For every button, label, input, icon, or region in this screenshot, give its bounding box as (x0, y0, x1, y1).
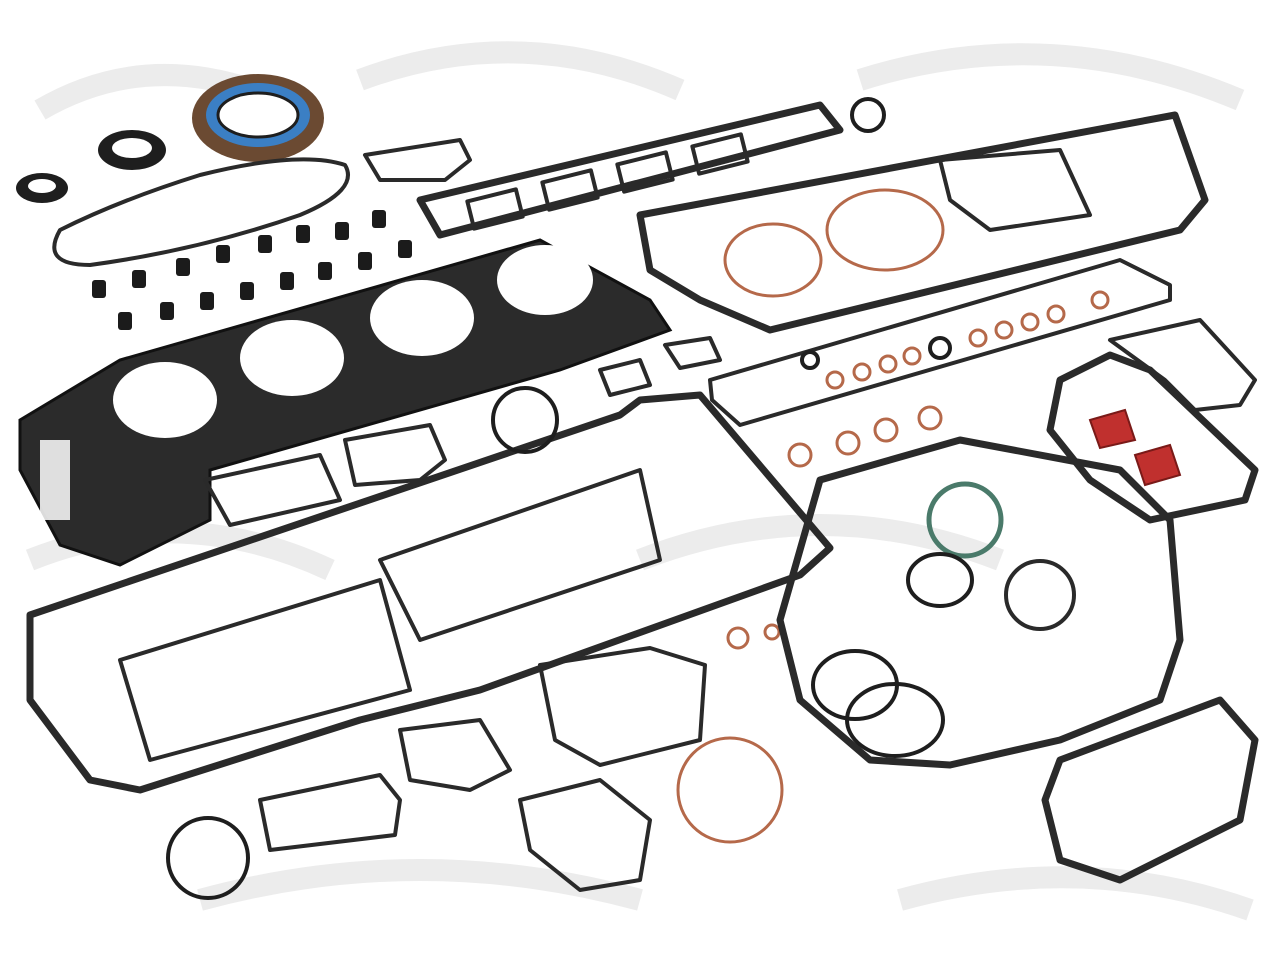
o-ring-small-top (850, 97, 886, 133)
o-ring-copper-large (676, 736, 784, 844)
oil-pan-gasket (636, 111, 1209, 334)
pump-cover-gasket (938, 148, 1092, 232)
small-flange-gasket-1 (598, 358, 652, 397)
intake-manifold-gasket (416, 101, 844, 239)
o-ring-copper-2 (825, 188, 945, 272)
oil-cooler-gasket (1046, 351, 1259, 524)
shaft-seal-medium (98, 130, 166, 170)
turbo-flange-gasket (203, 453, 342, 527)
water-pump-gasket (538, 646, 707, 767)
o-ring-copper-1 (723, 222, 823, 298)
shaft-seal-small (16, 173, 68, 203)
o-ring-bottom-left (166, 816, 250, 900)
rectangular-flange-gasket (258, 773, 402, 852)
copper-washers (726, 405, 943, 650)
rail-gasket (708, 258, 1172, 427)
cover-gasket-loop (52, 157, 350, 267)
oil-filter-gasket (1108, 318, 1257, 412)
timing-cover-gasket (776, 436, 1184, 769)
crankshaft-seal-large (192, 74, 324, 162)
egr-gasket (343, 423, 447, 487)
valve-stem-seals (92, 210, 412, 330)
small-flange-gasket-2 (663, 336, 722, 370)
exhaust-flange-gasket (518, 778, 652, 892)
thermostat-gasket (398, 718, 512, 792)
cylinder-head-gasket (18, 238, 673, 567)
valve-cover-gasket (26, 391, 834, 794)
pump-flange-gasket (363, 138, 472, 182)
oil-cooler-plate-gasket (1041, 696, 1259, 884)
o-ring-center (491, 386, 559, 454)
